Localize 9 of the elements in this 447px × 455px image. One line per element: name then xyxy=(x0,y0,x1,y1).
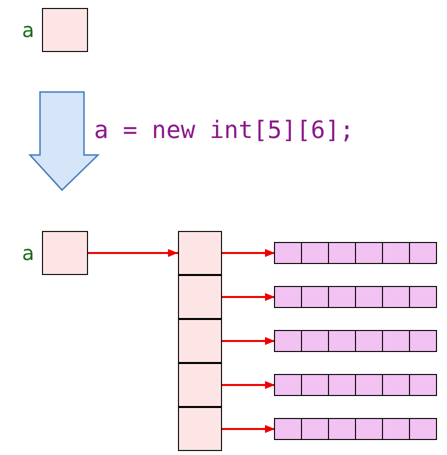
arrow xyxy=(222,293,275,301)
arrow xyxy=(222,249,275,257)
arrow xyxy=(88,249,178,257)
arrow xyxy=(222,425,275,433)
code-statement: a = new int[5][6]; xyxy=(94,116,354,144)
arrow xyxy=(222,337,275,345)
variable-name: a xyxy=(22,241,34,265)
variable-name: a xyxy=(22,18,34,42)
arrow xyxy=(222,381,275,389)
